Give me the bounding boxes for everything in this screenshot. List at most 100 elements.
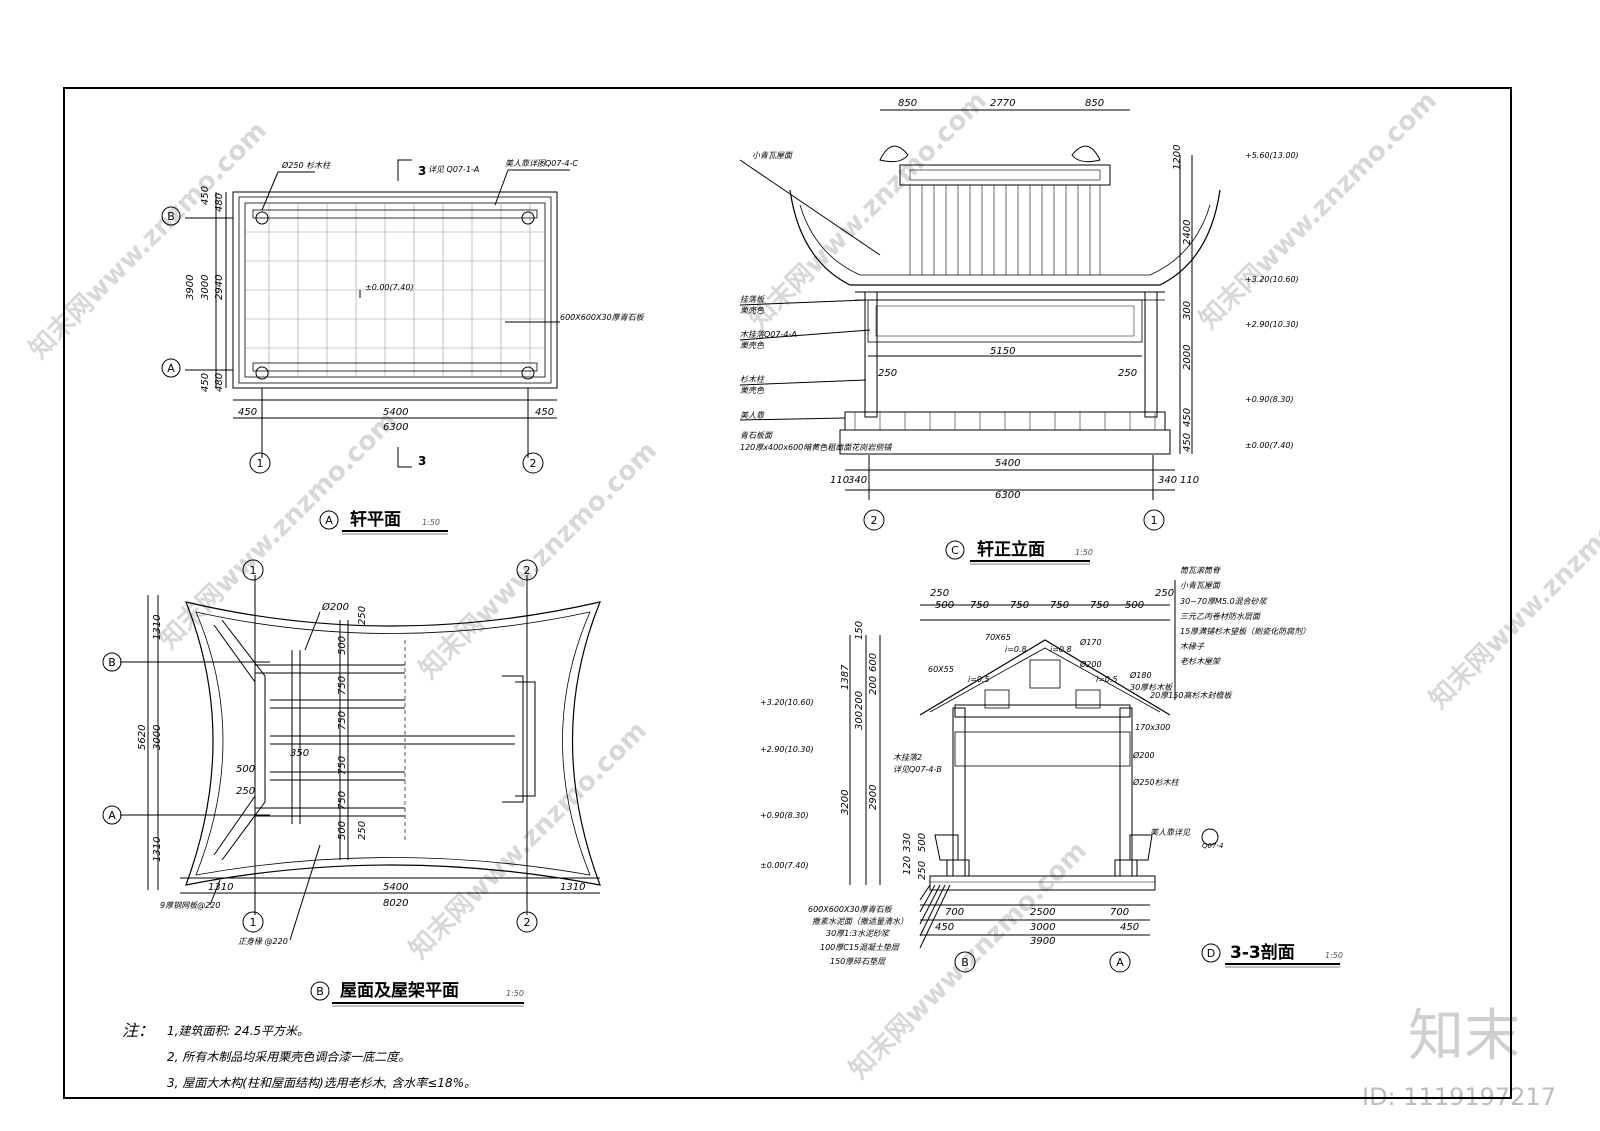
roof-dim: 250 (236, 786, 255, 797)
roof-dim: 1310 (152, 615, 163, 640)
section-dim: 700 (945, 907, 964, 918)
section-label-top: 筒瓦滚筒脊 (1180, 566, 1221, 575)
elev-dim: 5400 (995, 458, 1020, 469)
plan-section-mark: 3 (418, 164, 426, 178)
section-label: Ø200 (1079, 659, 1102, 669)
section-level: +3.20(10.60) (760, 698, 814, 707)
roof-axis-2: 2 (524, 564, 531, 577)
roof-plan-view (102, 559, 601, 941)
roof-dim: 5620 (137, 725, 148, 750)
roof-dim: 500 (236, 764, 255, 775)
elev-scale: 1:50 (1075, 548, 1093, 557)
section-level: ±0.00(7.40) (760, 861, 809, 870)
roof-title: 屋面及屋架平面 (340, 980, 459, 1001)
elev-dim: 2000 (1182, 345, 1193, 370)
roof-dim: 3000 (152, 725, 163, 750)
section-label: 30厚杉木板 (1130, 683, 1173, 692)
notes-label: 注： (122, 1021, 154, 1040)
elev-axis-2: 2 (871, 514, 878, 527)
roof-scale: 1:50 (506, 989, 524, 998)
section-dim: 500 (917, 833, 928, 852)
roof-label-dia: Ø200 (321, 601, 349, 613)
roof-dim: 250 (357, 821, 368, 840)
plan-axis-1: 1 (257, 457, 264, 470)
section-dim: 120 (902, 856, 913, 875)
section-label: 60X55 (928, 665, 954, 674)
roof-axis-a: A (108, 809, 116, 822)
section-label-top: 小青瓦屋面 (1180, 581, 1222, 590)
section-axis-a: A (1116, 956, 1124, 969)
section-title-marker: D (1207, 947, 1215, 960)
elev-dim: 850 (1085, 98, 1104, 109)
elev-dim: 340 (1158, 475, 1177, 486)
section-dim: 450 (1120, 922, 1139, 933)
note-item: 1,建筑面积: 24.5平方米。 (167, 1024, 309, 1038)
roof-dim: 350 (290, 748, 309, 759)
elev-label-board: 挂落板 (740, 295, 765, 304)
section-floor-layer: 150厚碎石垫层 (830, 957, 886, 966)
plan-dim: 2940 (214, 275, 225, 300)
elev-dim: 5150 (990, 346, 1015, 357)
elev-dim: 340 (848, 475, 867, 486)
section-dim: 750 (1050, 600, 1069, 611)
section-dim: 250 (1155, 588, 1174, 599)
section-label-top: 三元乙丙卷材防水层面 (1180, 612, 1262, 621)
roof-dim: 8020 (383, 898, 408, 909)
section-dim: 750 (970, 600, 989, 611)
plan-dim: 3900 (185, 275, 196, 300)
section-dim: 750 (1010, 600, 1029, 611)
roof-axis-2: 2 (524, 916, 531, 929)
section-dim: 250 (917, 861, 928, 880)
elev-dim: 250 (1118, 368, 1137, 379)
section-view (849, 580, 1219, 973)
section-floor-layer: 撒素水泥面（撒适量清水） (812, 917, 908, 926)
section-dim: 300 (854, 711, 865, 730)
section-dim: 250 (930, 588, 949, 599)
plan-label-level: ±0.00(7.40) (365, 283, 414, 292)
section-level: +2.90(10.30) (760, 745, 814, 754)
plan-title: 轩平面 (350, 509, 401, 530)
section-floor-layer: 30厚1:3水泥砂浆 (826, 929, 891, 938)
elev-dim: 2400 (1182, 220, 1193, 245)
plan-label-paving: 600X600X30厚青石板 (560, 313, 645, 322)
plan-label-column: Ø250 杉木柱 (281, 160, 331, 170)
elev-level: +0.90(8.30) (1245, 395, 1294, 404)
section-dim: 3200 (840, 790, 851, 815)
plan-axis-b: B (167, 210, 175, 223)
plan-dim: 450 (238, 407, 257, 418)
section-dim: 2500 (1030, 907, 1055, 918)
elev-label-granite: 120厚x400x600暗黄色粗凿面花岗岩侧铺 (740, 443, 892, 452)
elev-dim: 450 (1182, 408, 1193, 427)
elev-dim: 6300 (995, 490, 1020, 501)
plan-dim: 450 (200, 373, 211, 392)
note-item: 2, 所有木制品均采用栗壳色调合漆一底二度。 (167, 1050, 410, 1064)
elev-level: +3.20(10.60) (1245, 275, 1299, 284)
section-dim: 700 (1110, 907, 1129, 918)
roof-dim: 750 (337, 711, 348, 730)
section-label: 木挂落2 (893, 753, 922, 762)
elev-dim: 450 (1182, 433, 1193, 452)
section-label: Ø200 (1132, 750, 1155, 760)
plan-section-mark: 3 (418, 454, 426, 468)
plan-dim: 480 (214, 373, 225, 392)
plan-axis-2: 2 (530, 457, 537, 470)
section-label: Ø250杉木柱 (1132, 777, 1180, 787)
section-dim: 750 (1090, 600, 1109, 611)
plan-axis-a: A (167, 362, 175, 375)
plan-scale: 1:50 (422, 518, 440, 527)
elev-dim: 1200 (1172, 145, 1183, 170)
roof-dim: 500 (337, 821, 348, 840)
roof-title-marker: B (316, 985, 324, 998)
elev-label-paint: 栗壳色 (740, 306, 765, 315)
section-label-top: 30~70厚M5.0混合砂浆 (1180, 597, 1269, 606)
roof-dim: 1310 (152, 837, 163, 862)
roof-dim: 1310 (208, 882, 233, 893)
plan-dim: 450 (535, 407, 554, 418)
elev-dim: 110 (1180, 475, 1199, 486)
section-label: 详见Q07-4-B (893, 765, 942, 774)
plan-title-marker: A (325, 514, 333, 527)
roof-dim: 750 (337, 676, 348, 695)
elev-label-paint: 栗壳色 (740, 386, 765, 395)
plan-dim: 6300 (383, 422, 408, 433)
plan-dim: 5400 (383, 407, 408, 418)
